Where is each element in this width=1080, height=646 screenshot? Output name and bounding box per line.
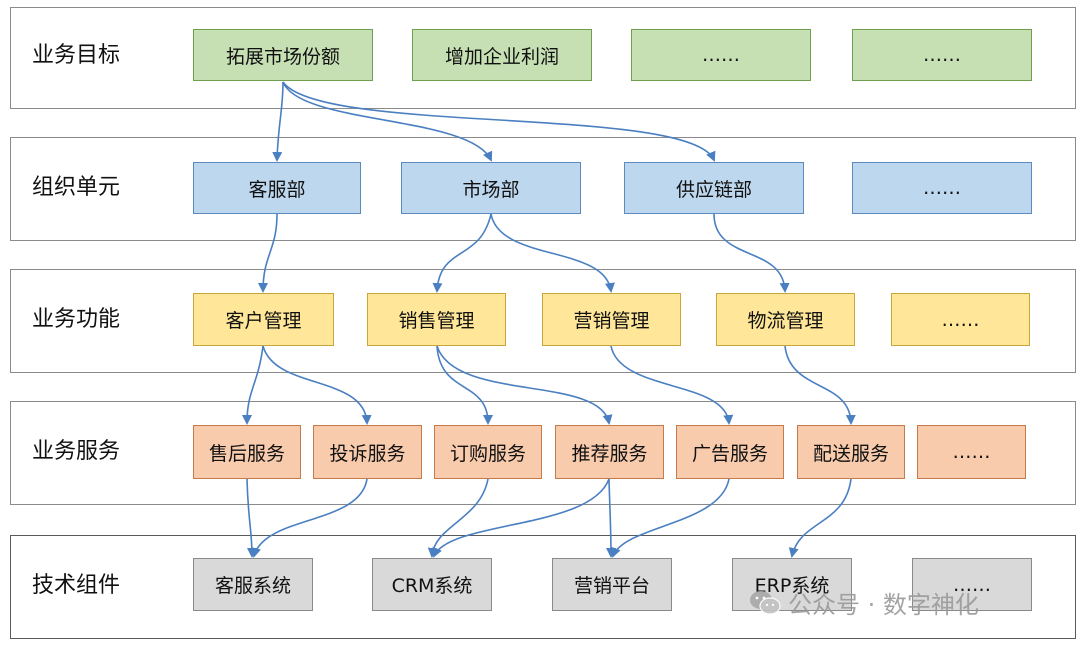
watermark: 公众号 · 数字神化 — [748, 585, 979, 620]
svc-advertising: 广告服务 — [676, 425, 784, 479]
svc-ordering: 订购服务 — [434, 425, 542, 479]
func-marketing-management: 营销管理 — [542, 293, 681, 346]
func-more: …… — [891, 293, 1030, 346]
org-marketing: 市场部 — [401, 162, 581, 214]
svc-more: …… — [917, 425, 1026, 479]
comp-more: …… — [912, 558, 1032, 611]
wechat-icon — [750, 590, 781, 615]
svc-recommendation: 推荐服务 — [555, 425, 664, 479]
func-logistics-management: 物流管理 — [716, 293, 855, 346]
svc-delivery: 配送服务 — [797, 425, 905, 479]
comp-marketing-platform: 营销平台 — [552, 558, 672, 611]
layer-label-business-goal: 业务目标 — [32, 43, 121, 68]
watermark-text: 公众号 · 数字神化 — [788, 591, 979, 619]
layer-label-org-unit: 组织单元 — [32, 175, 121, 200]
goal-expand-market-share: 拓展市场份额 — [193, 29, 373, 81]
goal-increase-profit: 增加企业利润 — [412, 29, 592, 81]
comp-erp-system: ERP系统 — [732, 558, 852, 611]
comp-crm-system: CRM系统 — [372, 558, 492, 611]
goal-more-1: …… — [631, 29, 811, 81]
layer-label-business-service: 业务服务 — [32, 439, 121, 464]
comp-customer-service-system: 客服系统 — [193, 558, 313, 611]
func-customer-management: 客户管理 — [193, 293, 334, 346]
org-customer-service: 客服部 — [193, 162, 361, 214]
org-supply-chain: 供应链部 — [624, 162, 804, 214]
layer-label-business-function: 业务功能 — [32, 307, 121, 332]
goal-more-2: …… — [852, 29, 1032, 81]
svc-after-sales: 售后服务 — [193, 425, 301, 479]
layer-label-tech-component: 技术组件 — [32, 573, 121, 598]
svc-complaint: 投诉服务 — [313, 425, 422, 479]
func-sales-management: 销售管理 — [367, 293, 506, 346]
org-more: …… — [852, 162, 1032, 214]
